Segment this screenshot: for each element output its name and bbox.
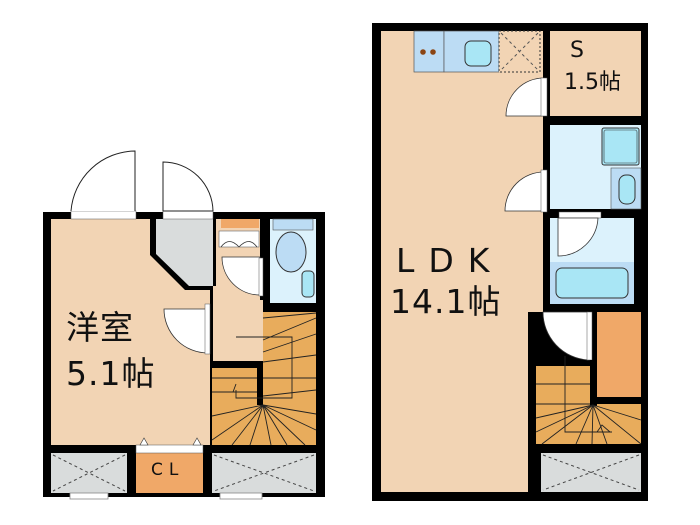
western-room-area: 5.1帖 xyxy=(66,354,156,393)
service-room-floor xyxy=(550,31,641,116)
front-door-swing-right xyxy=(162,161,214,212)
bathroom-door-swing xyxy=(557,217,599,257)
toilet-tank xyxy=(272,218,314,231)
kitchen-stove xyxy=(413,30,445,73)
floor-1-plan xyxy=(43,150,325,500)
stairs-floor-2 xyxy=(528,356,642,448)
closet-door xyxy=(135,444,204,454)
storage-right xyxy=(212,453,316,493)
ldk-name: LDK xyxy=(396,241,504,280)
toilet-bowl-icon xyxy=(275,231,307,273)
western-room-door-swing xyxy=(163,308,209,354)
hallway-floor xyxy=(213,219,263,361)
front-door-frame-left xyxy=(70,210,137,220)
closet-2f xyxy=(597,312,641,397)
bathroom-door xyxy=(558,211,602,219)
western-room-floor xyxy=(51,219,210,445)
ldk-area: 14.1帖 xyxy=(390,282,502,321)
stairs-floor-1 xyxy=(210,312,317,446)
window-bottom-left xyxy=(69,492,109,500)
service-room-name: S xyxy=(570,38,584,63)
ldk-floor xyxy=(381,31,543,492)
shoe-shelf xyxy=(221,219,259,228)
service-room-area: 1.5帖 xyxy=(564,70,621,95)
western-room-name: 洋室 xyxy=(66,308,134,347)
storage-2f xyxy=(541,453,641,492)
front-door-frame-right xyxy=(162,210,214,220)
closet xyxy=(136,453,203,493)
sink-icon xyxy=(301,270,315,298)
storage-left xyxy=(51,453,127,493)
bathtub-icon xyxy=(555,267,629,299)
washroom-door-swing xyxy=(504,171,545,212)
floor-2-plan xyxy=(372,23,648,501)
folding-door xyxy=(218,230,260,248)
service-room-door-swing xyxy=(505,77,545,117)
toilet-door-swing xyxy=(221,256,261,296)
entrance-floor xyxy=(156,219,213,286)
front-door-swing-left xyxy=(70,150,136,212)
window-bottom-right xyxy=(219,492,263,500)
closet-label: CL xyxy=(151,460,185,480)
kitchen-sink-icon xyxy=(464,40,492,67)
